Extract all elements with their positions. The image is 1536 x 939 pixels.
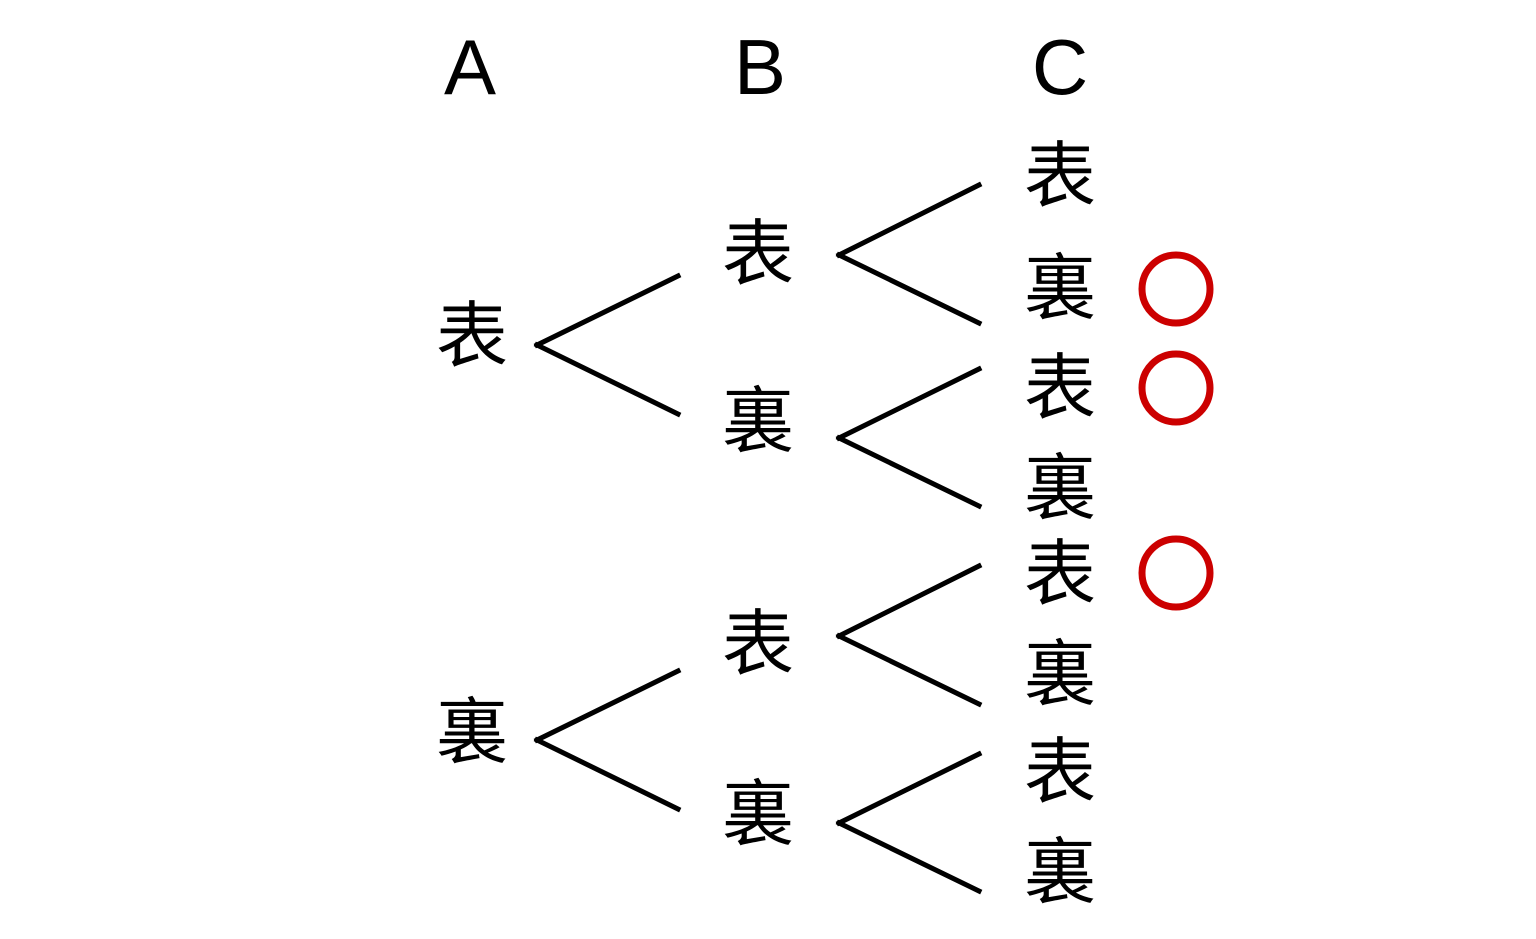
node-b-1: 表 bbox=[722, 218, 812, 290]
node-c-8-label: 裏 bbox=[1024, 830, 1097, 914]
outcome-mark-circle-2 bbox=[1138, 350, 1214, 426]
node-c-1-label: 表 bbox=[1024, 134, 1097, 218]
branch-b-to-c-2-upper bbox=[835, 365, 983, 442]
outcome-mark-circle-1 bbox=[1138, 251, 1214, 327]
node-c-2-label: 裏 bbox=[1024, 246, 1097, 330]
column-header-c: C bbox=[1000, 28, 1120, 106]
node-c-1: 表 bbox=[1024, 140, 1114, 212]
node-a-1: 表 bbox=[436, 300, 526, 372]
branch-a-to-b-2-lower bbox=[533, 736, 682, 813]
branch-a-to-b-2-upper bbox=[533, 667, 682, 744]
node-c-4-label: 裏 bbox=[1024, 446, 1097, 530]
node-c-5-label: 表 bbox=[1024, 532, 1097, 616]
node-c-2: 裏 bbox=[1024, 252, 1114, 324]
branch-b-to-c-3-upper bbox=[835, 562, 983, 640]
branch-b-to-c-4-upper bbox=[835, 750, 983, 827]
branch-b-to-c-4-lower bbox=[835, 819, 983, 895]
node-b-3-label: 表 bbox=[722, 602, 795, 686]
branch-a-to-b-1-upper bbox=[533, 272, 682, 349]
node-c-7: 表 bbox=[1024, 736, 1114, 808]
node-c-7-label: 表 bbox=[1024, 730, 1097, 814]
outcome-marks bbox=[1138, 251, 1214, 611]
node-a-2-label: 裏 bbox=[436, 690, 509, 774]
outcome-mark-circle-3 bbox=[1138, 535, 1214, 611]
node-c-6: 裏 bbox=[1024, 638, 1114, 710]
node-b-4-label: 裏 bbox=[722, 772, 795, 856]
column-header-b-label: B bbox=[733, 23, 787, 111]
node-b-2-label: 裏 bbox=[722, 379, 795, 463]
column-header-a-label: A bbox=[443, 23, 497, 111]
node-b-3: 表 bbox=[722, 608, 812, 680]
node-b-1-label: 表 bbox=[722, 212, 795, 296]
branch-b-to-c-3-lower bbox=[835, 632, 983, 708]
column-header-a: A bbox=[410, 28, 530, 106]
node-c-8: 裏 bbox=[1024, 836, 1114, 908]
node-c-4: 裏 bbox=[1024, 452, 1114, 524]
node-c-6-label: 裏 bbox=[1024, 632, 1097, 716]
node-c-3-label: 表 bbox=[1024, 346, 1097, 430]
branch-b-to-c-2-lower bbox=[835, 434, 983, 510]
branch-b-to-c-1-upper bbox=[835, 181, 983, 259]
node-a-2: 裏 bbox=[436, 696, 526, 768]
node-b-2: 裏 bbox=[722, 385, 812, 457]
column-header-b: B bbox=[700, 28, 820, 106]
column-header-c-label: C bbox=[1031, 23, 1089, 111]
branch-lines bbox=[533, 181, 983, 895]
node-c-5: 表 bbox=[1024, 538, 1114, 610]
node-c-3: 表 bbox=[1024, 352, 1114, 424]
branch-b-to-c-1-lower bbox=[835, 251, 983, 327]
node-b-4: 裏 bbox=[722, 778, 812, 850]
branch-a-to-b-1-lower bbox=[533, 341, 682, 418]
node-a-1-label: 表 bbox=[436, 294, 509, 378]
